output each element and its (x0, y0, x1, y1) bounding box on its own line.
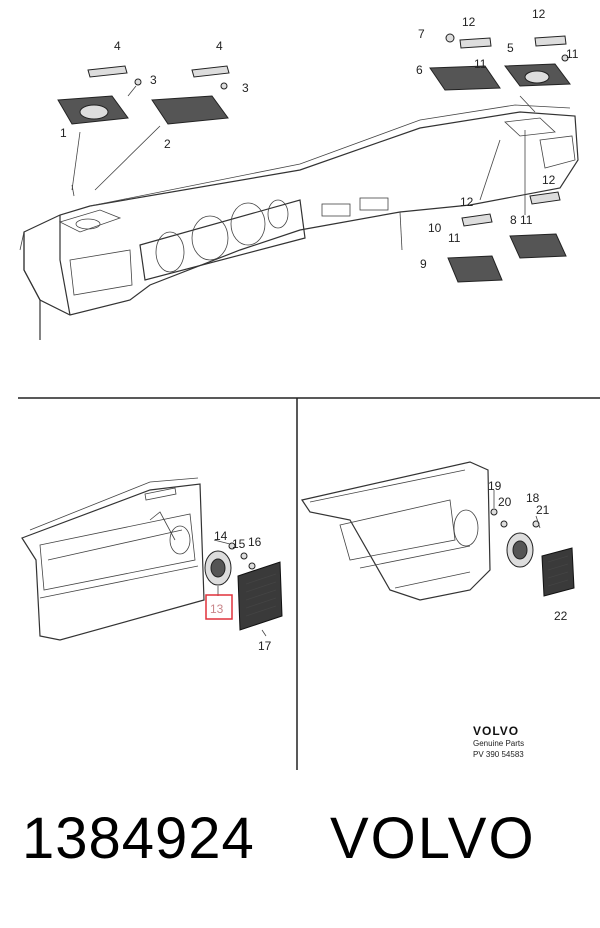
footer: 1384924 VOLVO (0, 805, 600, 905)
volvo-genuine-parts-logo: VOLVO Genuine Parts PV 390 54583 (473, 724, 583, 759)
callout-18: 18 (526, 491, 540, 505)
callout-9: 9 (420, 257, 427, 271)
logo-name: VOLVO (473, 724, 520, 738)
callout-4a: 4 (114, 39, 121, 53)
callout-3b: 3 (242, 81, 249, 95)
dashboard-drawing (19, 104, 579, 340)
logo-subtitle: Genuine Parts (473, 739, 525, 748)
rear-door-speaker-group (490, 490, 575, 597)
dash-speaker-left-group (57, 65, 230, 197)
callout-3a: 3 (150, 73, 157, 87)
logo-code: PV 390 54583 (473, 750, 524, 759)
callout-12c: 12 (460, 195, 474, 209)
front-door-callouts: 13 14 15 16 17 (205, 529, 272, 653)
callout-2: 2 (164, 137, 171, 151)
callout-8: 8 (510, 213, 517, 227)
callout-1: 1 (60, 126, 67, 140)
brand-name: VOLVO (330, 806, 536, 871)
part-number: 1384924 (22, 806, 255, 871)
rear-door-drawing (301, 461, 491, 601)
callout-20: 20 (498, 495, 512, 509)
front-door-speaker-group (204, 539, 283, 637)
callout-16: 16 (248, 535, 262, 549)
callout-13: 13 (210, 602, 224, 616)
callout-11d: 11 (520, 213, 533, 227)
callout-4b: 4 (216, 39, 223, 53)
callout-12b: 12 (532, 7, 546, 21)
callout-11a: 11 (474, 57, 487, 71)
callout-11b: 11 (566, 47, 579, 61)
highlight-box (205, 594, 233, 620)
dash-speaker-right-group (429, 33, 571, 283)
callout-10: 10 (428, 221, 442, 235)
callout-12d: 12 (542, 173, 556, 187)
callout-19: 19 (488, 479, 502, 493)
callout-22: 22 (554, 609, 568, 623)
callout-5: 5 (507, 41, 514, 55)
callout-6: 6 (416, 63, 423, 77)
callout-12a: 12 (462, 15, 476, 29)
callout-21: 21 (536, 503, 550, 517)
front-door-drawing (21, 477, 205, 641)
callout-15: 15 (232, 537, 246, 551)
callout-11c: 11 (448, 231, 461, 245)
callout-14: 14 (214, 529, 228, 543)
top-callout-labels: 1 2 3 3 4 4 5 6 7 8 9 10 11 11 11 11 12 … (60, 7, 579, 271)
callout-7: 7 (418, 27, 425, 41)
callout-17: 17 (258, 639, 272, 653)
rear-door-callouts: 18 19 20 21 22 (488, 479, 568, 623)
